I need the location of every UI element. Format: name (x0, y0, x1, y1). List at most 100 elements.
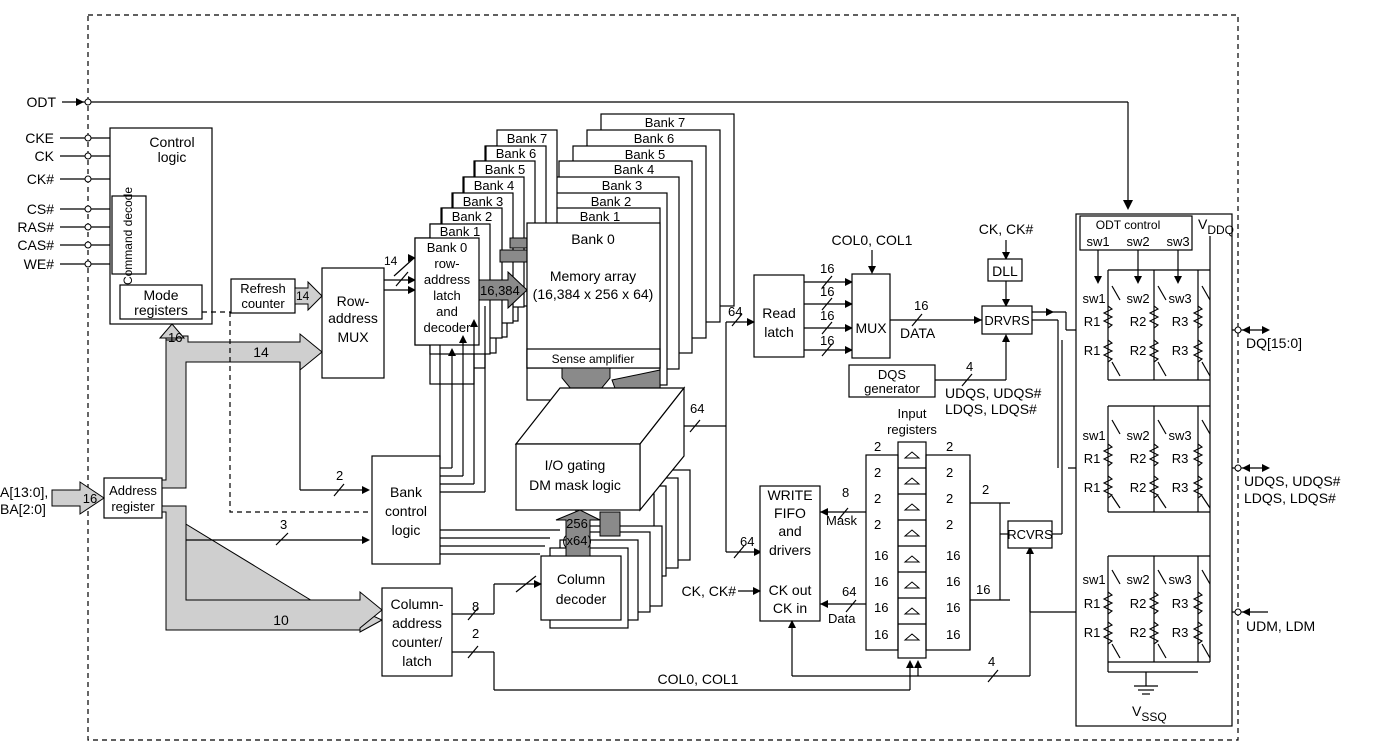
bus-14-row: 14 (253, 344, 269, 360)
odt-control-arrows (1094, 236, 1211, 662)
vssq-label: VSSQ (1132, 703, 1167, 724)
row-latch-front-label-3: address (424, 272, 471, 287)
mux-block (851, 273, 891, 359)
addr-bus-width: 16 (83, 491, 97, 506)
bus-10-col: 10 (273, 612, 289, 628)
chip-boundary (87, 14, 1239, 741)
bank-control-label-3: logic (392, 522, 421, 538)
control-logic-label-1: Control (149, 134, 194, 150)
input-reg-widths: 2 2 2 2 16 16 16 16 2 2 2 2 16 16 16 16 … (874, 439, 990, 642)
rl-bus-16d: 16 (820, 333, 834, 348)
pin-ck-n: CK# (27, 171, 54, 187)
vddq-label: VDDQ (1198, 216, 1234, 237)
dqs-bus-4: 4 (966, 359, 973, 374)
address-register-label-1: Address (109, 483, 157, 498)
mode-registers-label-1: Mode (143, 287, 178, 303)
pin-ck: CK (35, 148, 55, 164)
address-register-label-2: register (111, 499, 155, 514)
pin-ba: BA[2:0] (0, 501, 46, 517)
pin-udm: UDM, LDM (1246, 618, 1315, 634)
read-latch-block (753, 274, 805, 358)
row-latch-front (414, 237, 480, 346)
row-decoder-bus-width: 16,384 (480, 283, 520, 298)
g2-r3a: R3 (1172, 451, 1189, 466)
vddq-main: V (1198, 216, 1208, 232)
g1-sw2: sw2 (1126, 291, 1149, 306)
bank-label-4r: Bank 4 (614, 162, 654, 177)
bank-label-1l: Bank 1 (440, 224, 480, 239)
column-decoder-block (540, 555, 622, 621)
pin-udqs: UDQS, UDQS# (1244, 473, 1341, 489)
memory-array-label-1: Memory array (550, 268, 636, 284)
bank-label-6l: Bank 6 (496, 146, 536, 161)
write-fifo-label-1: WRITE (767, 487, 812, 503)
pin-wires (60, 98, 1133, 268)
data-bus-16: 16 (914, 298, 928, 313)
control-logic-label-2: logic (158, 149, 187, 165)
bank0-label: Bank 0 (571, 231, 615, 247)
dqs-ldqs-label: LDQS, LDQS# (945, 401, 1037, 417)
rcvrs-block (1007, 520, 1053, 549)
rl-bus-16c: 16 (820, 308, 834, 323)
pin-addr: A[13:0], (0, 484, 48, 500)
read-latch-label-2: latch (764, 324, 794, 340)
pin-ras-n: RAS# (17, 219, 54, 235)
g2-r2b: R2 (1130, 480, 1147, 495)
odt-sw2-top: sw2 (1126, 234, 1149, 249)
dqs-generator-block (848, 364, 936, 398)
row-decoder-bus (478, 270, 528, 310)
odt-group-dq (1102, 269, 1211, 381)
ck-out-label: CK out (769, 582, 812, 598)
data-lower-label: Data (828, 611, 856, 626)
mask-bus-8: 8 (842, 485, 849, 500)
col01-bottom-label: COL0, COL1 (658, 671, 739, 687)
bank-control-label-1: Bank (390, 484, 423, 500)
dll-ck-label: CK, CK# (979, 221, 1034, 237)
input-pins: ODT CKE CK CK# CS# RAS# CAS# WE# A[13:0]… (0, 94, 56, 517)
g1-r3b: R3 (1172, 343, 1189, 358)
g2-r2a: R2 (1130, 451, 1147, 466)
ir-l-2b: 2 (874, 465, 881, 480)
col-bus-width-1: 256 (566, 516, 588, 531)
ir-r-2b: 2 (946, 465, 953, 480)
address-thin-wires (186, 312, 372, 546)
bank-label-2l: Bank 2 (452, 209, 492, 224)
g3-sw1: sw1 (1082, 572, 1105, 587)
bank-control-logic-block (371, 455, 441, 565)
g2-r1b: R1 (1084, 480, 1101, 495)
mux-to-drvrs (890, 313, 982, 327)
col-bus-8: 8 (472, 599, 479, 614)
refresh-counter-label-1: Refresh (240, 281, 286, 296)
ck-in-label: CK in (773, 600, 807, 616)
ir-l-16c: 16 (874, 600, 888, 615)
g3-sw2: sw2 (1126, 572, 1149, 587)
bank-label-3r: Bank 3 (602, 178, 642, 193)
refresh-bus (294, 280, 323, 312)
ir-l-16a: 16 (874, 548, 888, 563)
pin-dq: DQ[15:0] (1246, 335, 1302, 351)
ir-r-2c: 2 (946, 491, 953, 506)
bus-3-label: 3 (280, 517, 287, 532)
column-decoder-label-2: decoder (556, 591, 607, 607)
row-address-mux-block (321, 267, 385, 379)
ir-r-16b: 16 (946, 574, 960, 589)
io-gating-label-2: DM mask logic (529, 477, 621, 493)
g3-r3a: R3 (1172, 596, 1189, 611)
row-mux-label-1: Row- (337, 293, 370, 309)
ck-bus-4: 4 (988, 654, 995, 669)
row-bus-width: 14 (384, 254, 398, 268)
data-signal-label: DATA (900, 325, 936, 341)
row-latch-front-label-2: row- (434, 256, 459, 271)
dll-label: DLL (992, 263, 1018, 279)
row-mux-label-3: MUX (337, 329, 369, 345)
data-bus-64: 64 (842, 584, 856, 599)
ir-r-16a: 16 (946, 548, 960, 563)
rl-bus-16a: 16 (820, 261, 834, 276)
mux-label: MUX (855, 320, 887, 336)
row-latch-front-label-4: latch (433, 288, 460, 303)
g1-r1a: R1 (1084, 314, 1101, 329)
write-fifo-label-2: FIFO (774, 505, 806, 521)
address-input-bus (51, 481, 105, 515)
column-counter-label-3: counter/ (392, 634, 443, 650)
ir-l-2d: 2 (874, 517, 881, 532)
